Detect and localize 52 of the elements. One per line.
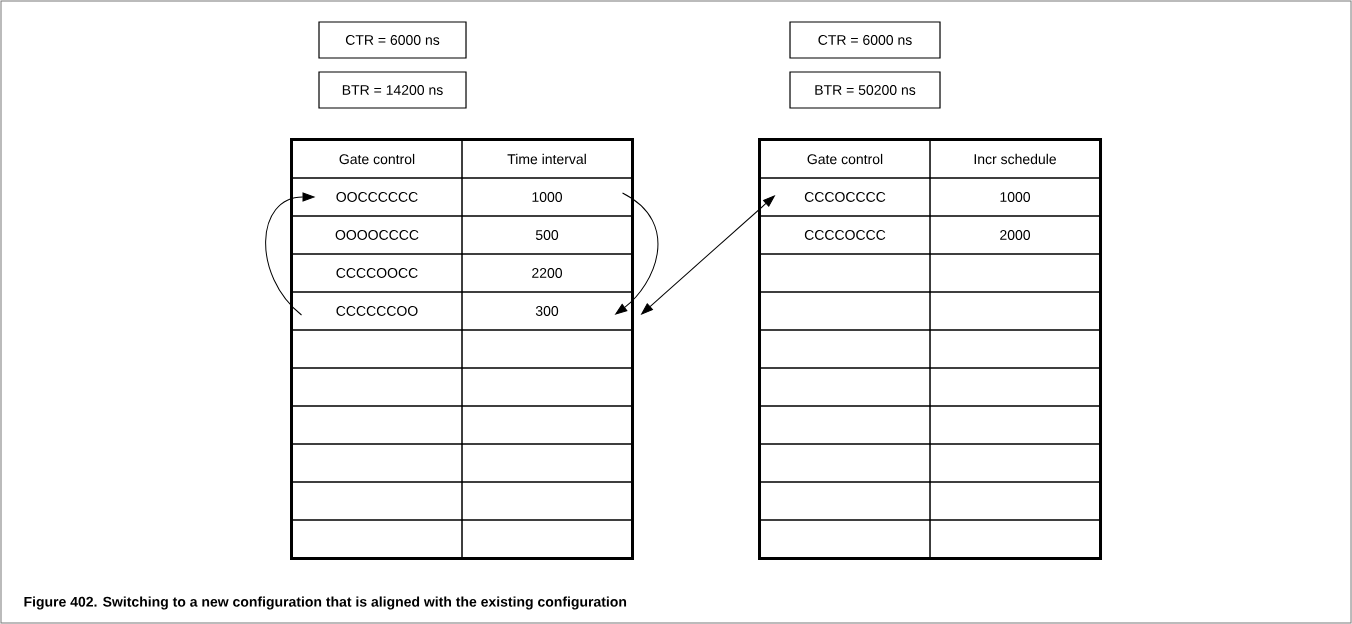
arrow xyxy=(265,192,315,316)
table-cell: OOCCCCCC xyxy=(291,177,463,217)
table-cell xyxy=(929,329,1101,369)
table-cell: 2200 xyxy=(461,253,633,293)
table-cell xyxy=(461,329,633,369)
table-cell xyxy=(929,405,1101,445)
table-cell: 300 xyxy=(461,291,633,331)
table-cell: OOOOCCCC xyxy=(291,215,463,255)
table-cell xyxy=(759,329,931,369)
table-cell xyxy=(461,367,633,407)
register-box: CTR = 6000 ns xyxy=(789,21,941,59)
header-cell: Incr schedule xyxy=(929,139,1101,179)
table-cell xyxy=(291,329,463,369)
table-cell xyxy=(291,367,463,407)
table-cell xyxy=(759,367,931,407)
table-cell xyxy=(759,481,931,521)
register-box: BTR = 50200 ns xyxy=(789,71,941,109)
header-cell: Time interval xyxy=(461,139,633,179)
table-cell xyxy=(291,519,463,559)
table-cell xyxy=(461,443,633,483)
table-cell xyxy=(759,405,931,445)
register-box: CTR = 6000 ns xyxy=(318,21,467,59)
table-cell: 2000 xyxy=(929,215,1101,255)
register-box: BTR = 14200 ns xyxy=(318,71,467,109)
table-cell xyxy=(929,481,1101,521)
table-cell xyxy=(461,519,633,559)
table-cell xyxy=(759,291,931,331)
table-cell: 500 xyxy=(461,215,633,255)
table-cell xyxy=(461,481,633,521)
arrow xyxy=(641,195,775,315)
table-cell: CCCCCCOO xyxy=(291,291,463,331)
table-cell xyxy=(759,443,931,483)
table-cell: CCCCOOCC xyxy=(291,253,463,293)
caption: Figure 402. Switching to a new configuration that is aligned with the existing configuration xyxy=(24,596,627,610)
table-cell: CCCOCCCC xyxy=(759,177,931,217)
table-cell: 1000 xyxy=(461,177,633,217)
table-cell xyxy=(929,367,1101,407)
table-cell xyxy=(929,253,1101,293)
table-cell xyxy=(291,443,463,483)
table-cell xyxy=(291,405,463,445)
header-cell: Gate control xyxy=(291,139,463,179)
table-cell: CCCCOCCC xyxy=(759,215,931,255)
table-cell xyxy=(929,291,1101,331)
arrow xyxy=(615,192,659,315)
table-cell: 1000 xyxy=(929,177,1101,217)
header-cell: Gate control xyxy=(759,139,931,179)
table-cell xyxy=(291,481,463,521)
table-cell xyxy=(461,405,633,445)
table-cell xyxy=(929,443,1101,483)
table-cell xyxy=(759,253,931,293)
table-cell xyxy=(759,519,931,559)
table-cell xyxy=(929,519,1101,559)
